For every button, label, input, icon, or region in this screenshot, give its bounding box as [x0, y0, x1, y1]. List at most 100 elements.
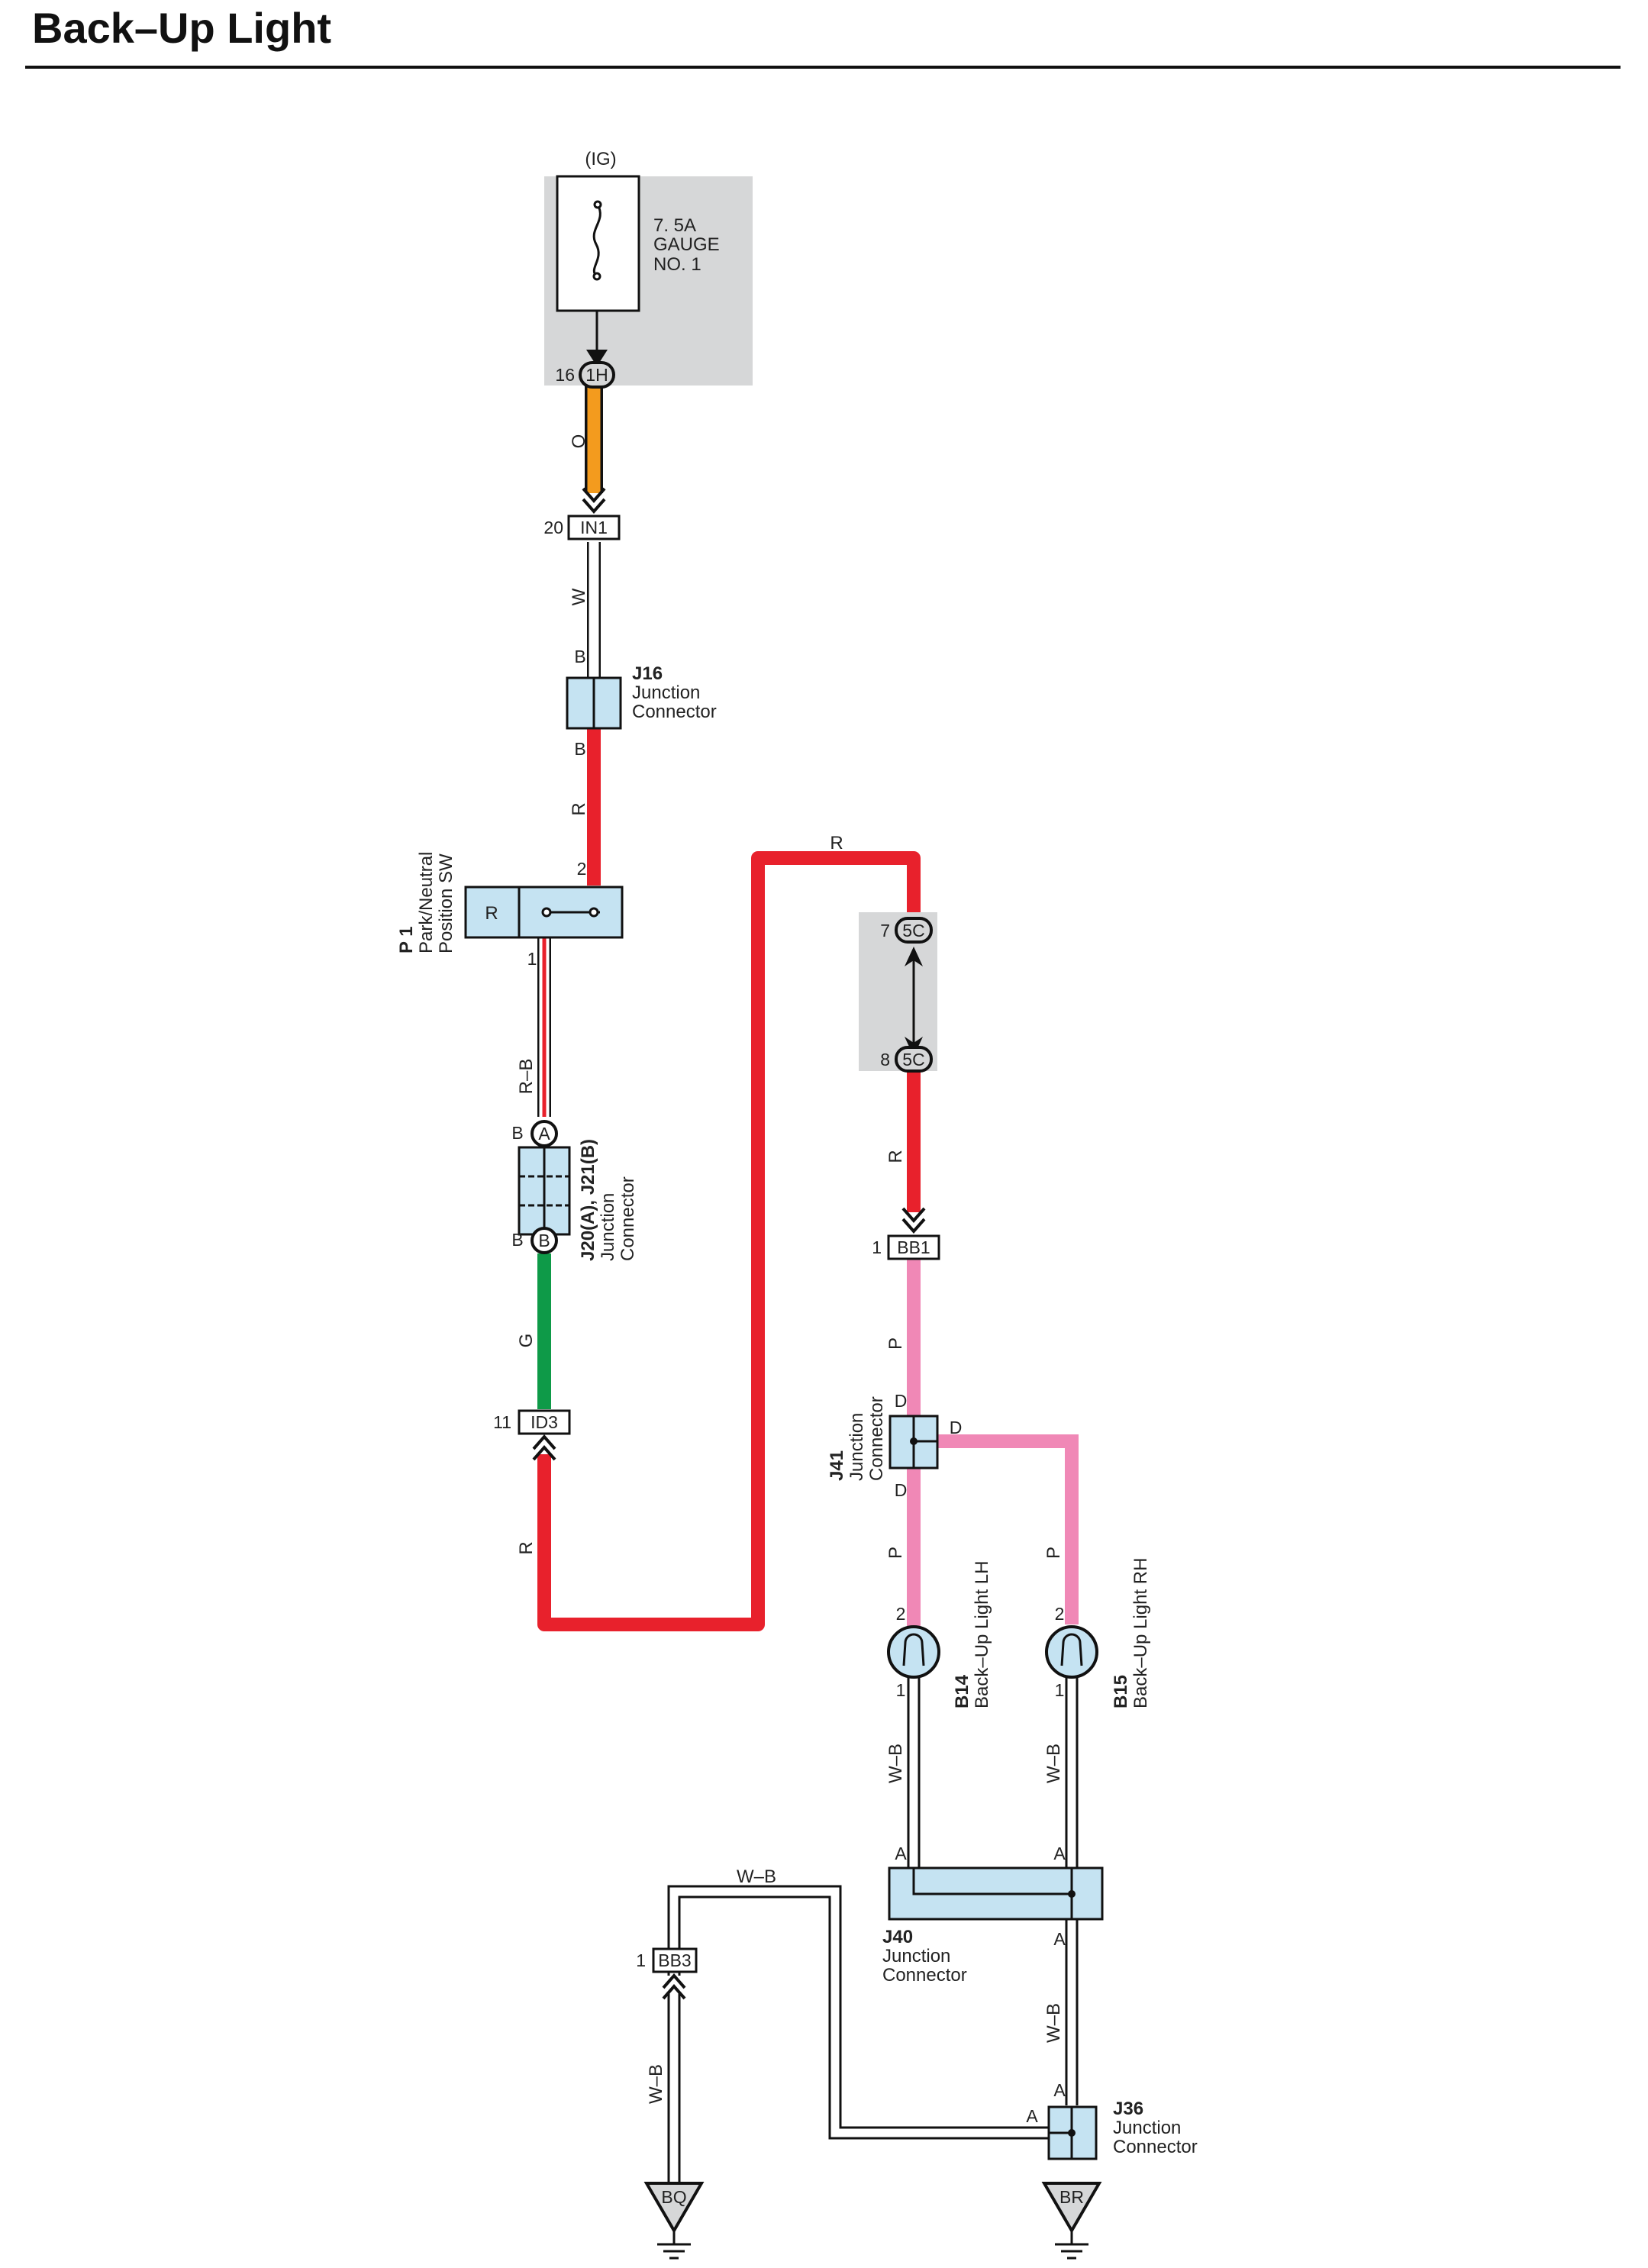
- j40-pin-a-left: A: [895, 1844, 907, 1863]
- connector-in1: [567, 515, 621, 540]
- j41-line-1: Junction: [847, 1413, 867, 1481]
- fuse-icon: [592, 204, 601, 278]
- wire-label-r-id3: R: [516, 1541, 537, 1554]
- wire-w-b: [667, 1678, 1079, 2185]
- j16-pin-top: B: [574, 647, 585, 666]
- j36-pin-left: A: [1026, 2106, 1038, 2126]
- pin-16: 16: [555, 365, 575, 385]
- pin-1-bb3: 1: [636, 1950, 646, 1970]
- p1-line-2: Position SW: [436, 853, 456, 953]
- fuse-box: [556, 175, 640, 312]
- j20-line-1: Junction: [598, 1193, 618, 1261]
- p1-pin-in: 2: [577, 859, 587, 879]
- j20-tag-a: [531, 1120, 558, 1147]
- b15-name: Back–Up Light RH: [1130, 1558, 1151, 1708]
- chevron-up-icon: [662, 1973, 686, 2000]
- connector-in1-label: IN1: [580, 518, 608, 537]
- j41-pin-bottom: D: [895, 1480, 908, 1500]
- wire-label-w: W: [569, 588, 589, 605]
- j16-pin-bottom: B: [574, 739, 585, 759]
- b15-pin-top: 2: [1055, 1604, 1065, 1624]
- j41-id: J41: [827, 1450, 847, 1481]
- connector-5c-top: [895, 917, 933, 944]
- j36-line-1: Junction: [1113, 2118, 1181, 2138]
- svg-text:5C: 5C: [902, 1050, 924, 1069]
- wire-p: [907, 1260, 1079, 1626]
- wire-label-g: G: [516, 1334, 537, 1348]
- j41-pin-right: D: [950, 1418, 963, 1437]
- j40-pin-a-bottom: A: [1053, 1929, 1066, 1949]
- pin-7: 7: [880, 921, 890, 940]
- fuse-label-2: GAUGE: [653, 234, 720, 255]
- j20-pin-top: B: [511, 1123, 523, 1143]
- wire-label-o: O: [569, 434, 589, 449]
- b14-pin-top: 2: [896, 1604, 906, 1624]
- wire-label-r-j16: R: [569, 802, 589, 815]
- connector-bb3-label: BB3: [658, 1950, 691, 1970]
- pin-11: 11: [493, 1412, 511, 1432]
- j20-tag-b: [531, 1227, 558, 1254]
- connector-1h: [579, 361, 615, 389]
- connector-bb1: [887, 1234, 940, 1260]
- connector-5c-bottom: [895, 1046, 933, 1073]
- wire-label-w-b-j40: W–B: [1043, 2003, 1064, 2043]
- wire-label-r-b: R–B: [516, 1059, 537, 1095]
- bulb-rh-icon: [1045, 1625, 1098, 1679]
- chevron-down-icon: [901, 1207, 926, 1234]
- svg-text:BQ: BQ: [661, 2187, 686, 2207]
- j36-pin-top: A: [1053, 2080, 1066, 2100]
- wire-label-w-b-b15: W–B: [1043, 1744, 1064, 1783]
- wire-label-p-bb1: P: [885, 1337, 906, 1350]
- fuse-label-1: 7. 5A: [653, 215, 696, 236]
- p1-id: P 1: [396, 926, 417, 953]
- chevron-down-icon: [582, 487, 606, 515]
- wire-label-w-b-bb3: W–B: [646, 2064, 666, 2104]
- ground-br: BR: [1041, 2182, 1102, 2260]
- connector-id3-label: ID3: [531, 1412, 558, 1432]
- svg-text:B: B: [538, 1231, 550, 1250]
- j41-pin-top: D: [895, 1391, 908, 1411]
- bulb-lh-icon: [887, 1625, 940, 1679]
- b15-pin-bottom: 1: [1055, 1680, 1065, 1700]
- j16-id: J16: [632, 663, 663, 684]
- wire-r-loop: [537, 851, 921, 1631]
- connector-id3: [518, 1409, 571, 1435]
- wire-label-w-b-top: W–B: [737, 1866, 776, 1887]
- wire-label-r-5c: R: [885, 1150, 906, 1163]
- j36-line-2: Connector: [1113, 2137, 1198, 2157]
- wire-label-r-top: R: [830, 833, 843, 853]
- j40-pin-a-right: A: [1053, 1844, 1066, 1863]
- wire-label-p-b14: P: [885, 1547, 906, 1559]
- p1-contact-label: R: [485, 903, 498, 924]
- j40-line-2: Connector: [882, 1965, 967, 1986]
- wire-label-p-b15: P: [1043, 1547, 1064, 1559]
- j20-line-2: Connector: [618, 1176, 638, 1261]
- j40-line-1: Junction: [882, 1946, 950, 1966]
- ground-icon: [1053, 2229, 1090, 2260]
- pin-1-bb1: 1: [872, 1237, 882, 1257]
- j20-pin-bottom: B: [511, 1230, 523, 1250]
- j41-line-2: Connector: [866, 1396, 887, 1481]
- b14-name: Back–Up Light LH: [972, 1561, 992, 1708]
- b14-id: B14: [952, 1674, 972, 1708]
- page-title: Back–Up Light: [32, 4, 332, 52]
- connector-bb3: [652, 1947, 698, 1973]
- fuse-label-3: NO. 1: [653, 254, 701, 275]
- ig-label: (IG): [585, 149, 616, 169]
- p1-line-1: Park/Neutral: [416, 852, 437, 953]
- svg-text:5C: 5C: [902, 921, 924, 940]
- j20-id: J20(A), J21(B): [578, 1139, 598, 1261]
- svg-text:A: A: [538, 1124, 550, 1144]
- connector-bb1-label: BB1: [897, 1237, 930, 1257]
- connector-1h-label: 1H: [585, 365, 608, 385]
- ground-bq: BQ: [643, 2182, 705, 2260]
- j16-line-2: Connector: [632, 702, 717, 722]
- pin-8: 8: [880, 1050, 890, 1069]
- chevron-up-icon: [532, 1434, 556, 1461]
- j16-line-1: Junction: [632, 682, 700, 703]
- b15-id: B15: [1111, 1675, 1131, 1708]
- ground-icon: [656, 2229, 692, 2260]
- j40-id: J40: [882, 1927, 913, 1947]
- switch-contact-icon: [541, 907, 600, 918]
